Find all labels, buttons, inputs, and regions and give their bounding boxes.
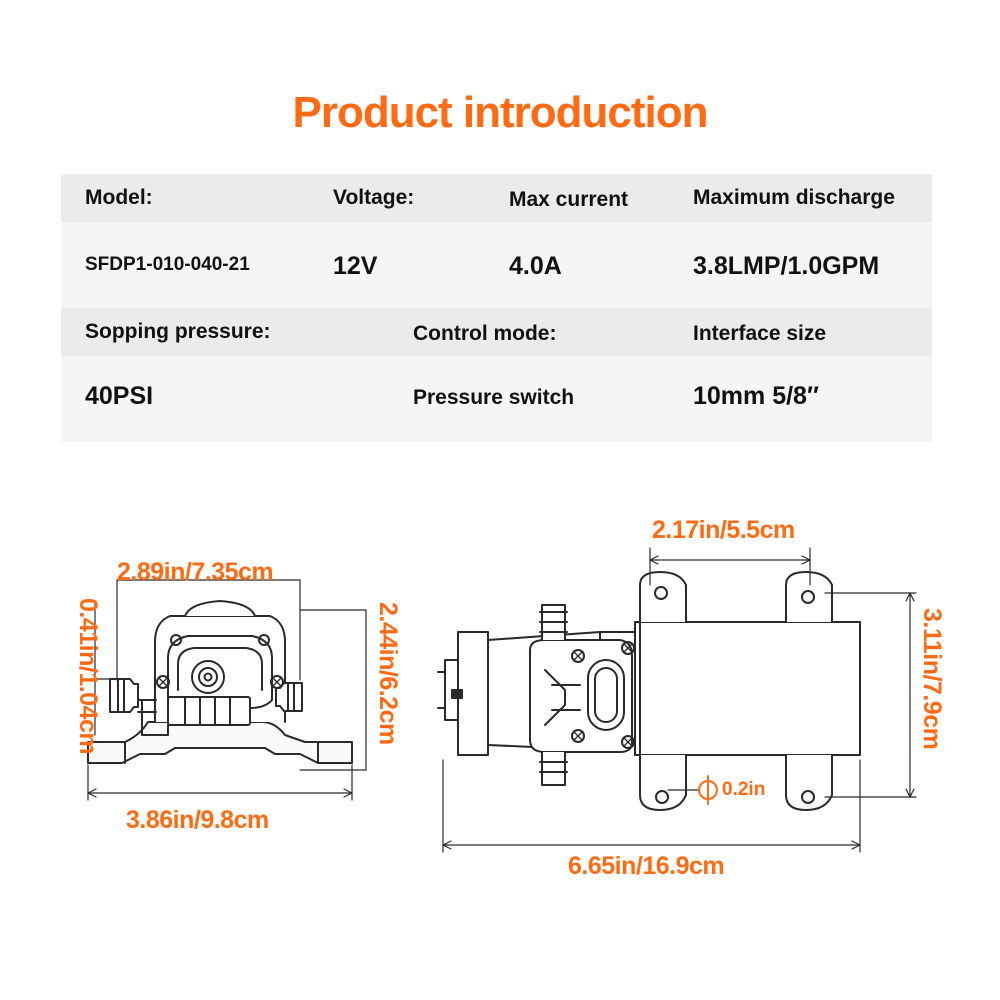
spec-header-voltage: Voltage: [333,186,415,209]
dim-front-offset-left: 0.41in/1.04cm [74,598,102,755]
phi-symbol-icon [698,775,718,805]
spec-header-model: Model: [85,186,153,209]
dim-front-width-top: 2.89in/7.35cm [117,558,274,586]
dim-front-width-bottom: 3.86in/9.8cm [126,806,269,834]
pump-side-view [437,571,861,811]
spec-value-stopping-pressure: 40PSI [85,382,154,410]
spec-value-row-1: SFDP1-010-040-21 12V 4.0A 3.8LMP/1.0GPM [61,222,932,308]
dim-side-hole-diameter: 0.2in [722,779,766,800]
pump-front-view [87,600,353,764]
spec-table: Model: Voltage: Max current Maximum disc… [61,174,932,442]
spec-value-max-current: 4.0A [509,252,562,280]
spec-header-max-current: Max current [509,188,629,211]
front-view-dimension-lines [87,579,367,801]
dim-side-height-right: 3.11in/7.9cm [918,608,946,750]
side-view-dimension-lines [442,547,917,853]
spec-header-control-mode: Control mode: [413,322,557,345]
spec-value-model: SFDP1-010-040-21 [85,254,250,275]
spec-header-row-1: Model: Voltage: Max current Maximum disc… [61,174,932,222]
spec-value-max-discharge: 3.8LMP/1.0GPM [693,252,880,280]
spec-header-interface-size: Interface size [693,322,827,345]
dim-side-length-bottom: 6.65in/16.9cm [568,852,725,880]
spec-value-row-2: 40PSI Pressure switch 10mm 5/8″ [61,356,932,442]
spec-header-max-discharge: Maximum discharge [693,186,895,209]
dim-front-height-right: 2.44in/6.2cm [374,602,402,745]
spec-value-control-mode: Pressure switch [413,386,575,409]
dim-side-mount-spacing: 2.17in/5.5cm [652,516,795,544]
spec-header-row-2: Sopping pressure: Control mode: Interfac… [61,308,932,356]
page-title: Product introduction [292,88,708,137]
spec-header-stopping-pressure: Sopping pressure: [85,320,271,343]
spec-value-voltage: 12V [333,252,378,280]
spec-value-interface-size: 10mm 5/8″ [693,382,819,410]
